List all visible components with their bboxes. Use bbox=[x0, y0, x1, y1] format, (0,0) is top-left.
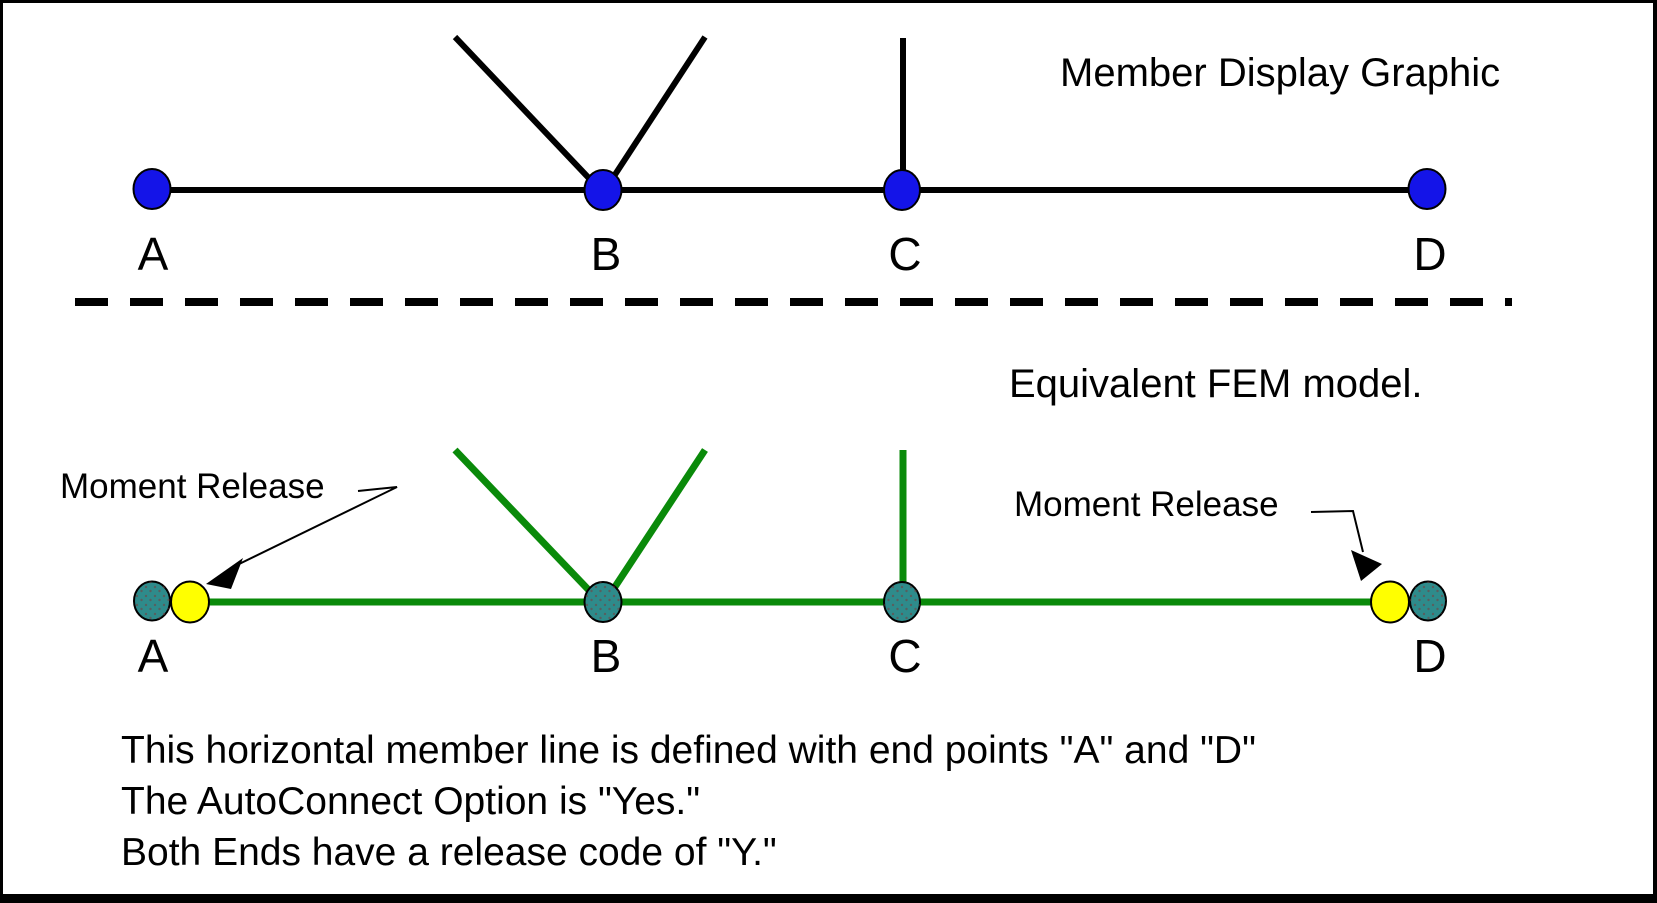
release-node-a bbox=[170, 580, 210, 624]
bottom-section-title: Equivalent FEM model. bbox=[1009, 362, 1423, 406]
brace-left-top bbox=[452, 34, 606, 196]
top-node-label-b: B bbox=[590, 228, 622, 280]
top-node-label-a: A bbox=[137, 228, 169, 280]
moment-release-left-label: Moment Release bbox=[60, 467, 325, 506]
release-node-d bbox=[1370, 580, 1410, 624]
brace-right-top bbox=[600, 35, 708, 195]
brace-left-bottom bbox=[452, 447, 606, 608]
top-node-label-d: D bbox=[1413, 228, 1447, 280]
fem-node-a-texture bbox=[134, 581, 170, 621]
note-line-3: Both Ends have a release code of "Y." bbox=[121, 831, 777, 874]
node-top-b bbox=[583, 169, 623, 211]
moment-release-right-leader-line bbox=[1310, 509, 1364, 553]
fem-node-b-texture bbox=[584, 582, 622, 622]
moment-release-left-leader-line bbox=[232, 486, 398, 568]
fem-node-label-c: C bbox=[888, 630, 922, 682]
node-top-c bbox=[883, 169, 921, 211]
fem-node-label-d: D bbox=[1413, 630, 1447, 682]
moment-release-right-label: Moment Release bbox=[1014, 485, 1279, 524]
moment-release-left-arrowhead-icon bbox=[206, 558, 243, 589]
fem-node-c-texture bbox=[884, 582, 920, 622]
fem-node-label-a: A bbox=[137, 630, 169, 682]
node-top-d bbox=[1407, 168, 1447, 210]
brace-right-bottom bbox=[600, 448, 708, 607]
note-line-1: This horizontal member line is defined w… bbox=[121, 729, 1256, 772]
top-section-title: Member Display Graphic bbox=[1060, 51, 1501, 95]
top-node-label-c: C bbox=[888, 228, 922, 280]
note-line-2: The AutoConnect Option is "Yes." bbox=[121, 780, 701, 823]
node-top-a bbox=[132, 168, 172, 210]
moment-release-right-arrowhead-icon bbox=[1351, 550, 1382, 581]
fem-node-d-texture bbox=[1410, 581, 1446, 621]
fem-node-label-b: B bbox=[590, 630, 622, 682]
